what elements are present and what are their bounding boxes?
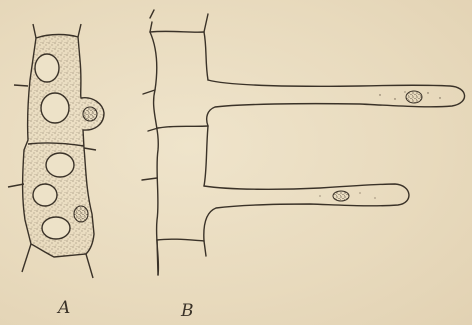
vacuole — [46, 153, 74, 177]
figure-a — [8, 24, 104, 278]
rhizoid-lower — [204, 184, 409, 241]
nucleus — [74, 206, 88, 222]
figure-b — [142, 10, 465, 275]
vacuole — [33, 184, 57, 206]
figure-b-label: B — [181, 301, 194, 321]
nucleus — [406, 91, 422, 103]
vacuole — [35, 54, 59, 82]
vacuole — [42, 217, 70, 239]
rhizoid-upper — [207, 80, 465, 126]
nucleus — [83, 107, 97, 121]
nucleus — [333, 191, 349, 201]
figure-a-label: A — [58, 298, 71, 318]
vacuole — [41, 93, 69, 123]
